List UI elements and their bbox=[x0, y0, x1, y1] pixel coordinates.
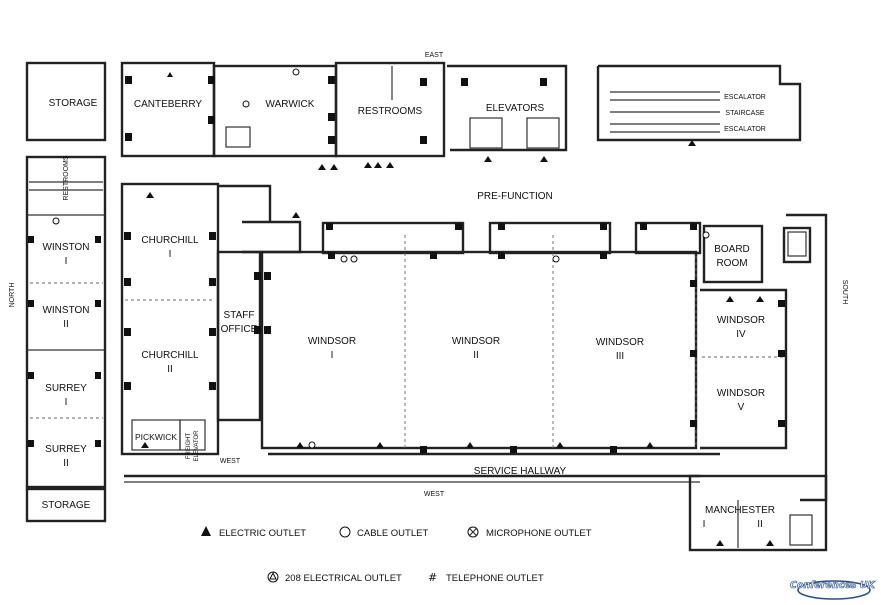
legend-cable: CABLE OUTLET bbox=[357, 528, 428, 539]
microphone-outlet-icon bbox=[467, 526, 479, 538]
legend-208: 208 ELECTRICAL OUTLET bbox=[285, 573, 402, 584]
compass-north: NORTH bbox=[9, 283, 16, 308]
manchester-room bbox=[688, 474, 828, 552]
conferences-uk-logo: Conferences UK bbox=[790, 580, 876, 600]
room-restrooms-side: RESTROOMS bbox=[63, 155, 70, 200]
warwick-room bbox=[212, 64, 338, 158]
electric-outlet-icon bbox=[201, 526, 211, 536]
room-manchester: MANCHESTER bbox=[705, 505, 775, 516]
outlet-symbols bbox=[52, 68, 774, 546]
compass-west: WEST bbox=[424, 491, 445, 498]
churchill-wing bbox=[120, 182, 220, 456]
room-canteberry: CANTEBERRY bbox=[134, 99, 202, 110]
cable-outlet-icon bbox=[339, 526, 351, 538]
logo-text: Conferences UK bbox=[790, 580, 875, 591]
restrooms-top-room bbox=[334, 61, 446, 158]
legend-microphone: MICROPHONE OUTLET bbox=[486, 528, 592, 539]
structural-pillars bbox=[28, 76, 785, 453]
windsor-ballroom bbox=[260, 250, 698, 450]
label-pre-function: PRE-FUNCTION bbox=[477, 191, 553, 202]
legend-electric: ELECTRIC OUTLET bbox=[219, 528, 306, 539]
board-room bbox=[702, 224, 764, 284]
room-elevators: ELEVATORS bbox=[486, 103, 545, 114]
telephone-outlet-icon: # bbox=[428, 571, 437, 584]
storage-top-room bbox=[25, 61, 107, 142]
label-staircase: STAIRCASE bbox=[725, 110, 764, 117]
compass-east: EAST bbox=[425, 52, 444, 59]
compass-south: SOUTH bbox=[841, 280, 848, 305]
room-manchester-1: I bbox=[703, 519, 706, 530]
room-manchester-2: II bbox=[757, 519, 763, 530]
room-restrooms-top: RESTROOMS bbox=[358, 106, 423, 117]
label-escalator-1: ESCALATOR bbox=[724, 94, 766, 101]
compass-west-small: WEST bbox=[220, 458, 241, 465]
staff-office-room bbox=[216, 250, 262, 422]
label-service-hallway: SERVICE HALLWAY bbox=[474, 466, 567, 477]
label-escalator-2: ESCALATOR bbox=[724, 126, 766, 133]
208-electrical-outlet-icon bbox=[267, 571, 279, 583]
storage-bottom-room bbox=[25, 487, 107, 523]
legend-telephone: TELEPHONE OUTLET bbox=[446, 573, 544, 584]
left-wing-wall bbox=[25, 155, 107, 489]
room-pickwick: PICKWICK bbox=[135, 432, 177, 442]
room-storage-bottom: STORAGE bbox=[42, 500, 91, 511]
room-warwick: WARWICK bbox=[266, 99, 315, 110]
legend: ELECTRIC OUTLET CABLE OUTLET MICROPHONE … bbox=[201, 526, 592, 584]
room-storage-top: STORAGE bbox=[49, 98, 98, 109]
